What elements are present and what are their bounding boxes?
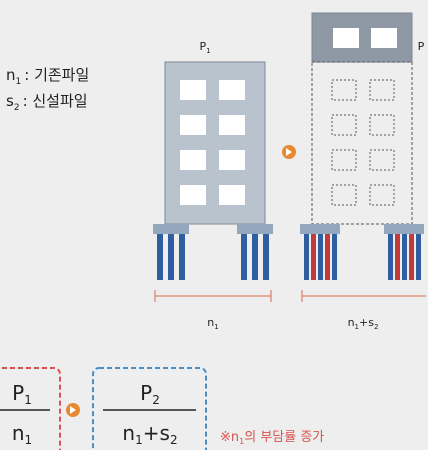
legend: n1: 기존파일 s2: 신설파일: [6, 66, 89, 113]
pile-existing: [157, 234, 163, 280]
formula-right: P2 n1+s2: [92, 367, 207, 450]
pile-existing: [332, 234, 337, 280]
pile-existing: [304, 234, 309, 280]
pile-new: [409, 234, 414, 280]
window: [219, 150, 245, 170]
pile-existing: [318, 234, 323, 280]
right-building: P: [300, 12, 425, 280]
window: [331, 184, 357, 206]
formula-left-box: [0, 367, 61, 450]
window: [331, 149, 357, 171]
window: [180, 115, 206, 135]
pile-existing: [388, 234, 393, 280]
window: [219, 185, 245, 205]
formula-left-numerator: P1: [12, 381, 32, 407]
pile-new: [311, 234, 316, 280]
right-roof-window: [333, 28, 359, 48]
window: [369, 149, 395, 171]
burden-note: ※n1의 부담률 증가: [220, 430, 324, 446]
right-roof-window: [371, 28, 397, 48]
right-piles: [304, 234, 421, 280]
right-dimension-label: n1+s2: [348, 316, 379, 331]
dimension-lines: [154, 290, 426, 302]
left-load-label: P1: [199, 40, 210, 55]
existing-piles: [157, 234, 269, 280]
window: [180, 150, 206, 170]
window: [331, 114, 357, 136]
pile-existing: [252, 234, 258, 280]
formula-right-box: [92, 367, 207, 450]
right-load-label: P: [418, 40, 425, 53]
formula-left-denominator: n1: [12, 421, 32, 447]
formula-arrow-icon: [66, 403, 80, 417]
left-building: P1: [153, 40, 273, 280]
left-cap: [153, 224, 189, 234]
pile-new: [325, 234, 330, 280]
window: [180, 185, 206, 205]
window: [331, 79, 357, 101]
right-cap: [384, 224, 424, 234]
formula-right-denominator: n1+s2: [122, 421, 177, 447]
pile-existing: [263, 234, 269, 280]
window: [219, 80, 245, 100]
right-windows: [331, 79, 395, 206]
window: [219, 115, 245, 135]
left-dimension-label: n1: [207, 316, 218, 331]
pile-new: [395, 234, 400, 280]
window: [369, 184, 395, 206]
window: [369, 114, 395, 136]
window: [180, 80, 206, 100]
pile-existing: [179, 234, 185, 280]
pile-existing: [416, 234, 421, 280]
legend-n1: n1: 기존파일: [6, 66, 89, 87]
legend-s2: s2: 신설파일: [6, 92, 88, 113]
arrow-icon: [282, 145, 296, 159]
right-building-outline: [311, 61, 413, 225]
formula-left: P1 n1: [0, 367, 61, 450]
pile-existing: [402, 234, 407, 280]
window: [369, 79, 395, 101]
pile-existing: [241, 234, 247, 280]
pile-existing: [168, 234, 174, 280]
right-cap: [300, 224, 340, 234]
left-windows: [180, 80, 245, 205]
formula-right-numerator: P2: [140, 381, 160, 407]
left-cap: [237, 224, 273, 234]
